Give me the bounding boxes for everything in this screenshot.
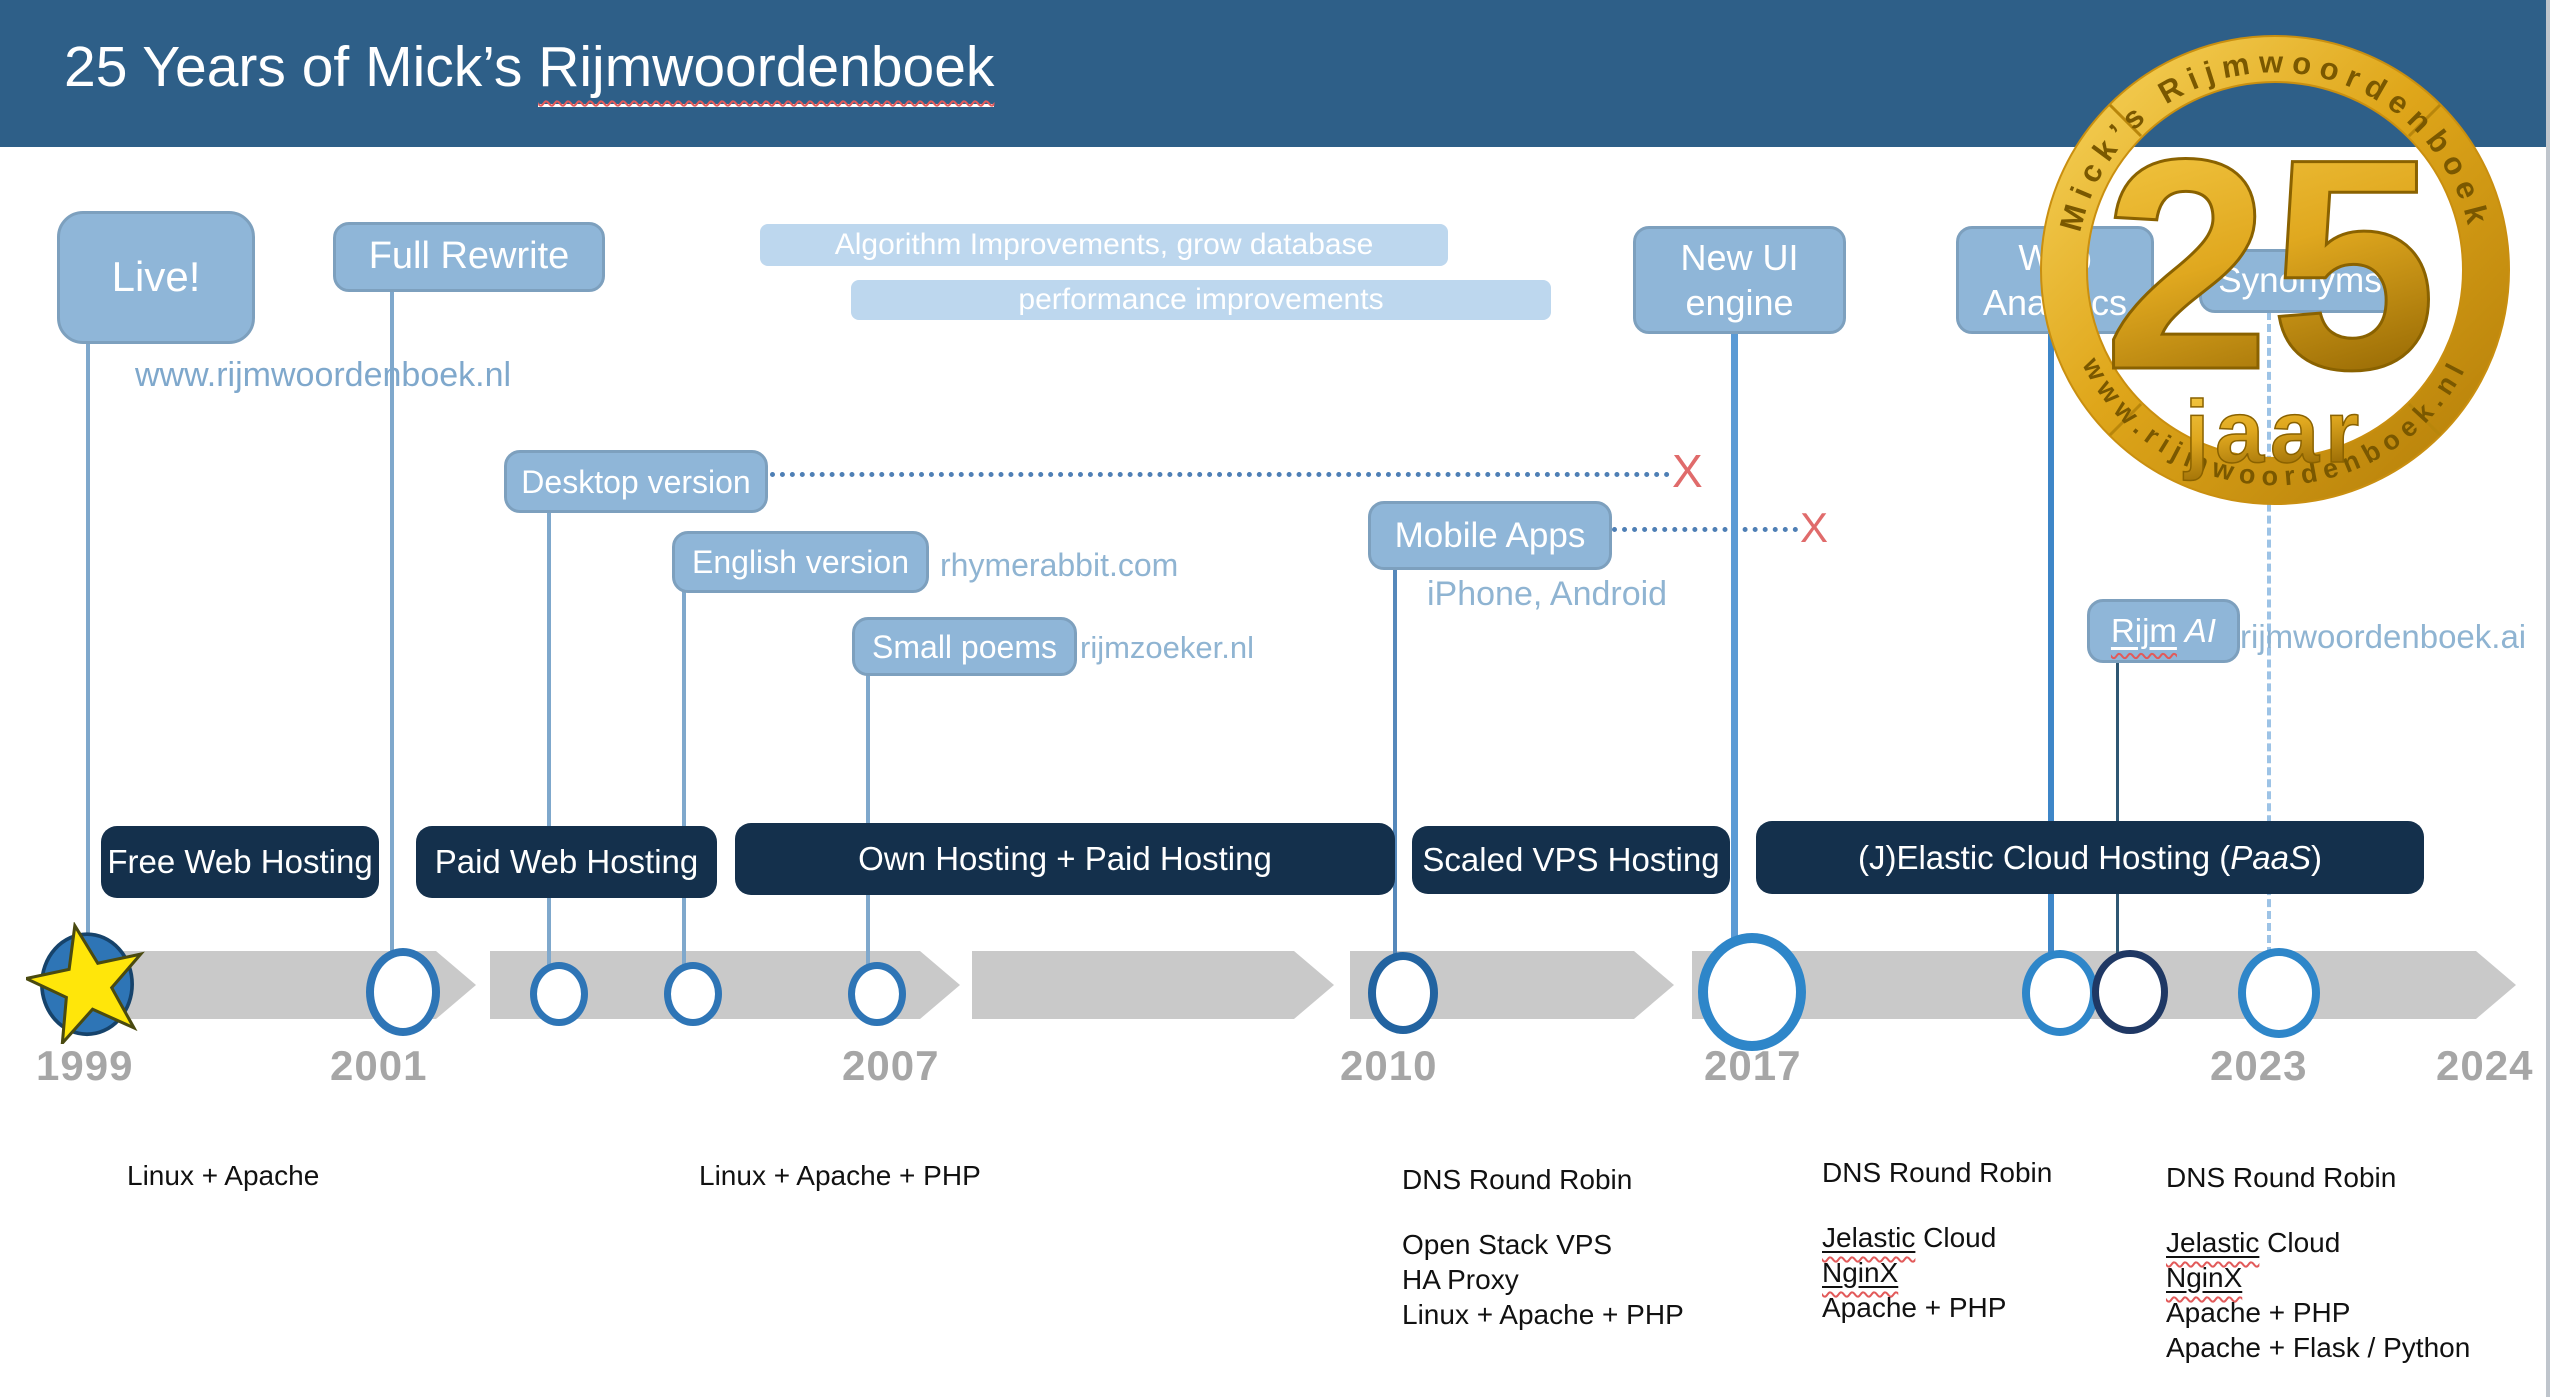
badge-number-25: 25: [2103, 96, 2437, 432]
discontinued-line-mobile: [1612, 527, 1798, 532]
label-rijmwoordenboek-ai: rijmwoordenboek.ai: [2240, 618, 2527, 655]
milestone-circle-2010: [1368, 952, 1438, 1034]
year-2010: 2010: [1340, 1042, 1438, 1089]
label-rijmwoordenboek-url: www.rijmwoordenboek.nl: [135, 356, 512, 394]
badge-ring: [2041, 36, 2509, 504]
connector-synonyms: [2267, 300, 2271, 955]
connector-web-analytics: [2048, 322, 2054, 960]
connector-rijm-ai: [2116, 652, 2119, 960]
year-2024: 2024: [2436, 1042, 2534, 1089]
hosting-scaled-vps: Scaled VPS Hosting: [1412, 826, 1730, 894]
connector-live: [86, 330, 90, 970]
connector-small-poems: [866, 665, 870, 970]
stack-2007: Linux + Apache + PHP: [699, 1160, 981, 1191]
badge-english-version: English version: [672, 531, 929, 593]
milestone-circle-2017: [1698, 933, 1806, 1051]
badge-new-ui-engine: New UI engine: [1633, 226, 1846, 334]
discontinued-line-desktop: [770, 472, 1670, 477]
milestone-circle-2001: [366, 948, 440, 1036]
milestone-circle-rijm-ai: [2092, 950, 2168, 1034]
year-2001: 2001: [330, 1042, 428, 1089]
timeline-band-3: [972, 951, 1334, 1019]
ai-word: AI: [2176, 612, 2217, 650]
year-2007: 2007: [842, 1042, 940, 1089]
star-1999-icon: [26, 922, 145, 1044]
connector-desktop: [547, 502, 551, 972]
connector-english: [682, 582, 686, 972]
hosting-free-web: Free Web Hosting: [101, 826, 379, 898]
discontinued-x-desktop: X: [1672, 445, 1703, 497]
stack-1999: Linux + Apache: [127, 1160, 320, 1191]
label-rijmzoeker: rijmzoeker.nl: [1080, 630, 1254, 665]
milestone-circle-english: [664, 962, 722, 1026]
label-rhymerabbit: rhymerabbit.com: [940, 547, 1179, 583]
stack-2010: DNS Round Robin Open Stack VPS HA Proxy …: [1402, 1164, 1684, 1330]
hosting-paid-web: Paid Web Hosting: [416, 826, 717, 898]
connector-mobile: [1393, 558, 1397, 970]
anniversary-badge: Mick’s Rijmwoordenboek www.rijmwoordenbo…: [2040, 35, 2510, 505]
bar-performance-improvements: performance improvements: [851, 280, 1551, 320]
milestone-circle-small-poems: [848, 962, 906, 1026]
badge-full-rewrite: Full Rewrite: [333, 222, 605, 292]
title-prefix: 25 Years of Mick’s: [64, 35, 539, 99]
rijm-word: Rijm: [2110, 612, 2177, 650]
stack-2023: DNS Round Robin Jelastic Cloud NginX Apa…: [2166, 1162, 2471, 1363]
discontinued-x-mobile: X: [1800, 504, 1829, 551]
bar-algorithm-improvements: Algorithm Improvements, grow database: [760, 224, 1448, 266]
badge-word-jaar: jaar: [2183, 382, 2366, 481]
badge-live: Live!: [57, 211, 255, 344]
year-2023: 2023: [2210, 1042, 2308, 1089]
connector-new-ui: [1731, 322, 1738, 944]
page-title: 25 Years of Mick’s Rijmwoordenboek: [64, 34, 995, 107]
stack-2017: DNS Round Robin Jelastic Cloud NginX Apa…: [1822, 1157, 2053, 1323]
hosting-elastic-cloud: (J)Elastic Cloud Hosting (PaaS): [1756, 821, 2424, 894]
slide-right-edge: [2546, 0, 2550, 1397]
milestone-circle-desktop: [530, 962, 588, 1026]
title-underlined-word: Rijmwoordenboek: [538, 35, 995, 107]
badge-small-poems: Small poems: [852, 617, 1077, 676]
connector-full-rewrite: [390, 280, 394, 970]
badge-desktop-version: Desktop version: [504, 450, 768, 513]
badge-rijm-ai: Rijm AI: [2087, 599, 2240, 663]
year-1999: 1999: [36, 1042, 134, 1089]
milestone-circle-web-analytics: [2022, 950, 2098, 1036]
badge-synonyms: Synonyms: [2199, 249, 2401, 313]
badge-mobile-apps: Mobile Apps: [1368, 501, 1612, 570]
label-mobile-platforms: iPhone, Android: [1427, 575, 1668, 613]
hosting-own-paid: Own Hosting + Paid Hosting: [735, 823, 1395, 895]
milestone-circle-2023: [2238, 948, 2320, 1038]
